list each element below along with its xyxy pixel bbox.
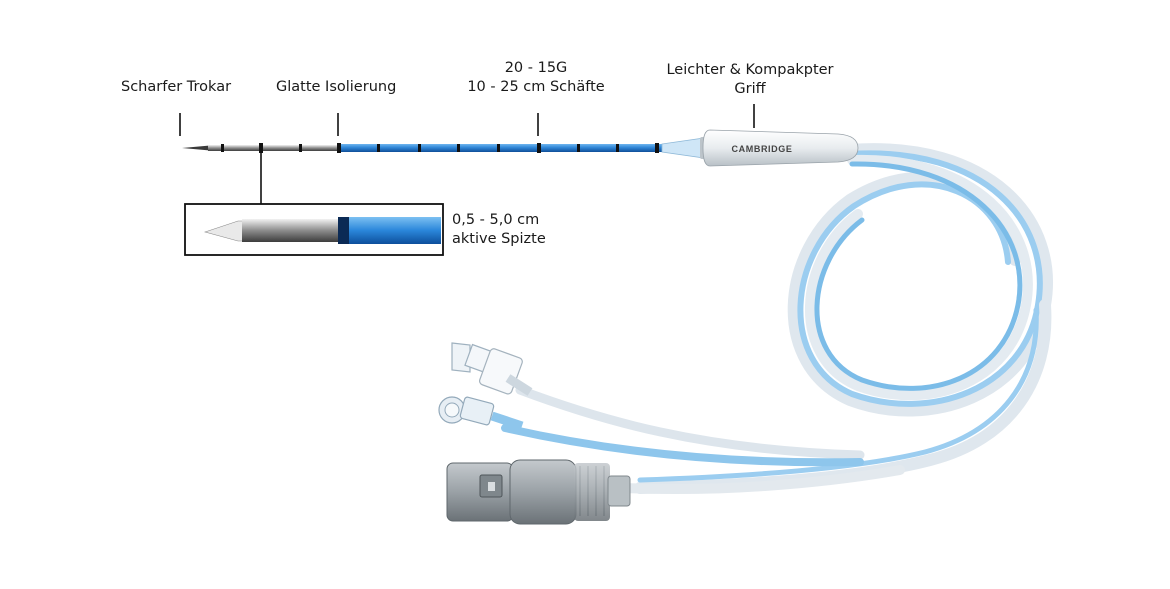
coil-blue-1 [797,150,1043,407]
label-active-tip: 0,5 - 5,0 cm aktive Spizte [452,211,546,249]
lead-clear-bottom [620,465,905,495]
label-tip-line2: aktive Spizte [452,231,546,247]
lead-tubes [501,385,905,495]
tip-inset [184,203,444,256]
label-gauge-line1: 20 - 15G [504,60,568,76]
handle: CAMBRIDGE [702,129,859,167]
luer-top [451,342,533,396]
label-trocar-text: Scharfer Trokar [121,79,232,95]
label-insulation: Glatte Isolierung [276,78,396,97]
depth-marks [221,143,659,153]
inset-band [338,217,350,244]
coil-clear-inner [805,154,1033,401]
label-handle: Leichter & Kompakpter Griff [662,61,838,99]
lead-clear-top [515,385,865,460]
handle-brand: CAMBRIDGE [732,144,793,154]
inset-steel [242,219,340,242]
inset-blue [349,217,441,244]
coil-blue-2 [814,161,1023,391]
coil-clear-outer [787,143,1053,417]
label-tip-line1: 0,5 - 5,0 cm [452,212,540,228]
connector-plug-icon [446,459,631,525]
steel-section [208,145,340,151]
label-gauge-length: 20 - 15G 10 - 25 cm Schäfte [463,59,609,97]
label-handle-line1: Leichter & Kompakpter [666,62,834,78]
label-gauge-line2: 10 - 25 cm Schäfte [467,79,605,95]
label-insulation-text: Glatte Isolierung [276,79,397,95]
luer-lock-icon [438,396,524,431]
hub-taper [661,137,705,159]
coil-to-leads-blue [637,307,1039,483]
label-handle-line2: Griff [734,81,766,97]
trocar-tip [182,145,210,151]
leader-lines [179,104,755,204]
label-trocar: Scharfer Trokar [121,78,231,97]
lead-blue-mid [501,424,864,467]
blue-shaft [338,144,664,152]
